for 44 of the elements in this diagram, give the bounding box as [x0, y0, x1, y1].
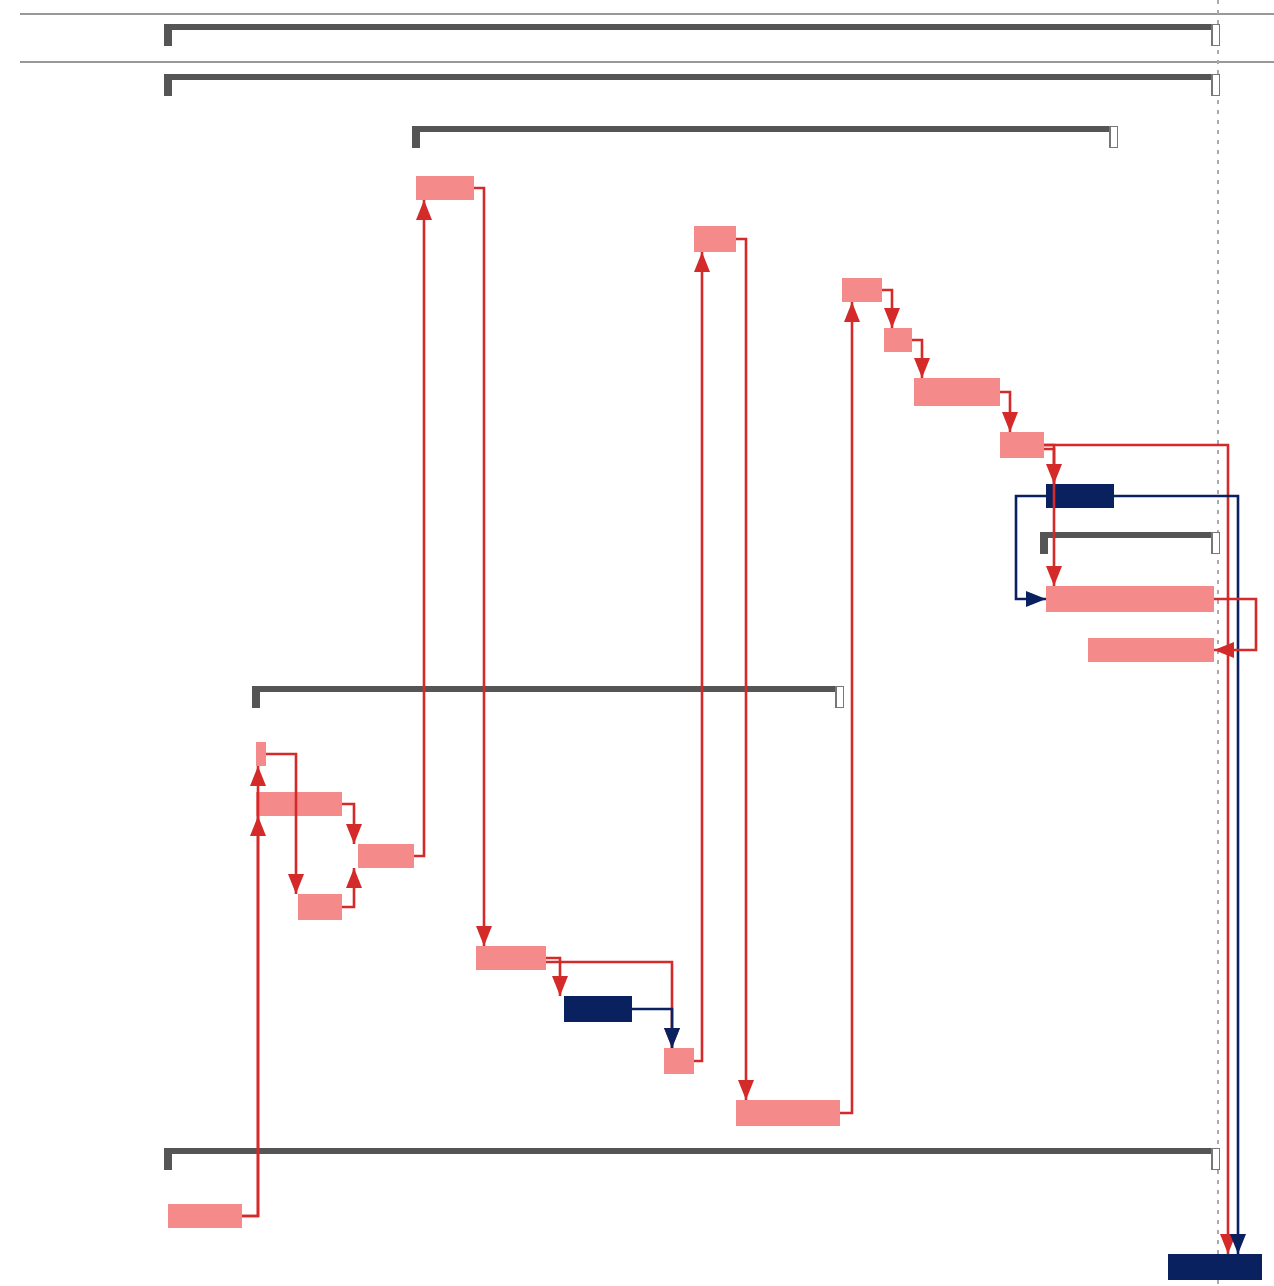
task-bar: [1046, 586, 1214, 612]
task-bar: [476, 946, 546, 970]
dependency-arrow: [1044, 443, 1062, 484]
task-bar: [842, 278, 882, 302]
dependency-arrow: [1214, 597, 1258, 658]
dependency-arrow: [342, 868, 362, 909]
task-bar: [1000, 432, 1044, 458]
dependency-arrow: [736, 237, 754, 1100]
task-bar: [736, 1100, 840, 1126]
critical-task-bar: [1168, 1254, 1262, 1280]
dependency-arrow: [693, 252, 710, 1063]
summary-bar: [1040, 532, 1220, 554]
summary-bar: [164, 1148, 1220, 1170]
task-bar: [256, 742, 266, 766]
dependency-arrow: [342, 802, 362, 844]
dependency-arrow: [632, 1007, 680, 1048]
task-bar: [168, 1204, 242, 1228]
summary-bar: [164, 74, 1220, 96]
dependency-arrow: [1044, 447, 1062, 586]
dependency-arrow: [912, 338, 930, 378]
dependency-arrow: [882, 288, 900, 328]
dependency-arrow: [414, 200, 432, 858]
task-bar: [298, 894, 342, 920]
dependency-arrow: [474, 186, 492, 946]
dependency-arrow: [840, 302, 860, 1115]
summary-bar: [164, 24, 1220, 46]
task-bar: [664, 1048, 694, 1074]
summary-bar: [412, 126, 1118, 148]
summary-bar: [252, 686, 844, 708]
task-bar: [416, 176, 474, 200]
task-bar: [358, 844, 414, 868]
dependency-arrow: [1014, 494, 1046, 607]
task-bar: [1088, 638, 1214, 662]
dependency-arrow: [1044, 443, 1236, 1254]
critical-task-bar: [1046, 484, 1114, 508]
dependency-arrow: [546, 956, 568, 996]
task-bar: [694, 226, 736, 252]
dependency-arrow: [1114, 494, 1246, 1254]
task-bar: [884, 328, 912, 352]
critical-task-bar: [564, 996, 632, 1022]
dependency-arrow: [266, 752, 304, 894]
dependency-arrow: [1000, 390, 1018, 432]
task-bar: [256, 792, 342, 816]
task-bar: [914, 378, 1000, 406]
